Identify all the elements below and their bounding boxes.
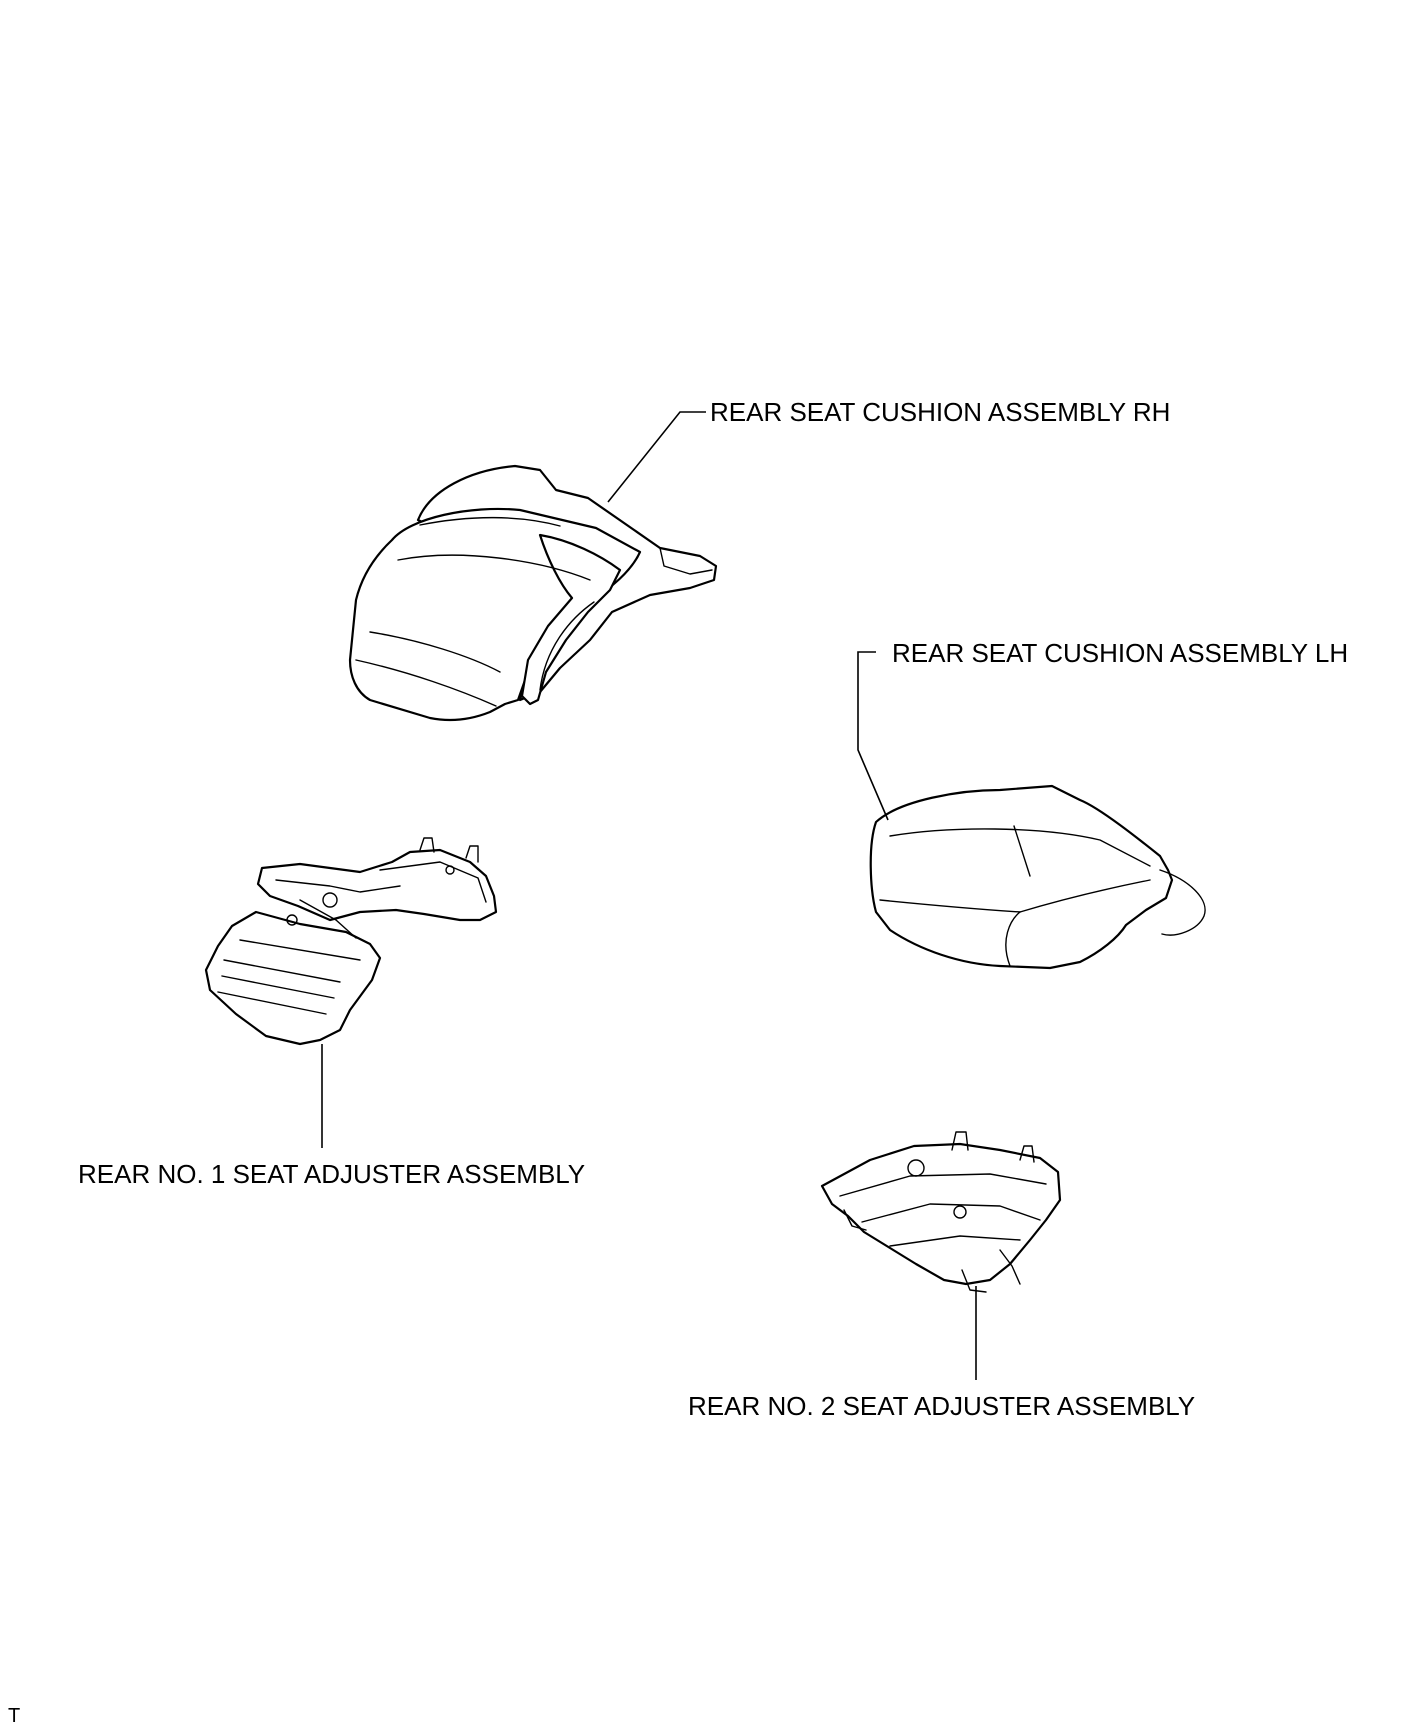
rear-seat-cushion-rh-drawing: [348, 464, 718, 722]
rear-no2-seat-adjuster-drawing: [820, 1131, 1062, 1293]
label-rear-no2-seat-adjuster: REAR NO. 2 SEAT ADJUSTER ASSEMBLY: [688, 1391, 1196, 1421]
leader-line-cushion-rh: [607, 411, 706, 503]
label-rear-seat-cushion-rh: REAR SEAT CUSHION ASSEMBLY RH: [710, 397, 1171, 427]
rear-no1-seat-adjuster-drawing: [204, 837, 498, 1046]
rear-seat-cushion-lh-drawing: [869, 784, 1206, 970]
label-rear-no1-seat-adjuster: REAR NO. 1 SEAT ADJUSTER ASSEMBLY: [78, 1159, 586, 1189]
footer-mark: T: [8, 1705, 21, 1727]
label-rear-seat-cushion-lh: REAR SEAT CUSHION ASSEMBLY LH: [892, 638, 1349, 668]
leader-line-cushion-lh: [857, 651, 889, 821]
